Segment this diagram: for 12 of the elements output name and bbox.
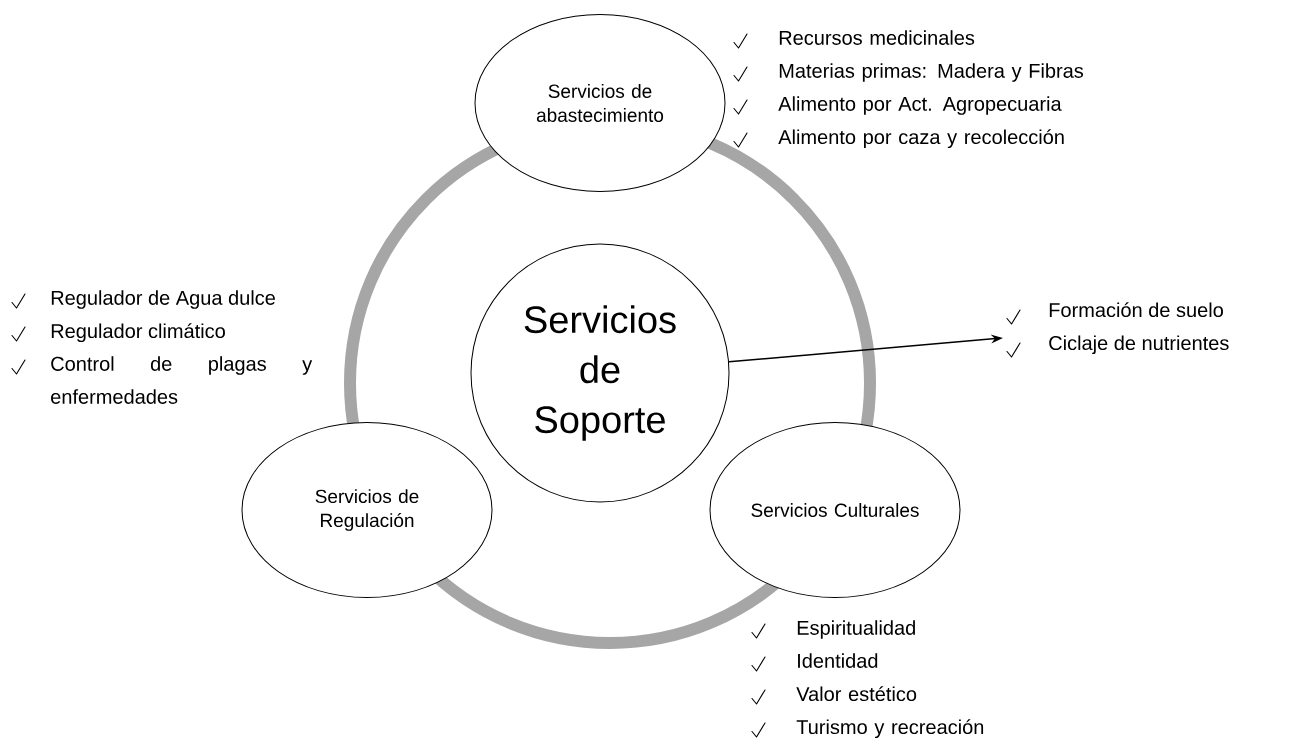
list-item: Alimento por Act. Agropecuaria <box>778 96 1062 115</box>
list-item: Turismo y recreación <box>796 719 984 739</box>
list-item: Valor estético <box>796 686 917 702</box>
list-item: Recursos medicinales <box>779 30 975 45</box>
list-item: Identidad <box>798 653 878 668</box>
list-item: Regulador de Agua dulce <box>51 290 275 309</box>
list-item: Espiritualidad <box>797 620 915 639</box>
check-list: Formación de suelo Ciclaje de nutrientes <box>1049 302 1229 355</box>
list-item: Alimento por caza y recolección <box>778 129 1064 149</box>
list-item: Materias primas: Madera y Fibras <box>779 63 1084 82</box>
list-item: Control de plagas y enfermedades <box>51 356 313 404</box>
list-item: Regulador climático <box>51 323 225 343</box>
